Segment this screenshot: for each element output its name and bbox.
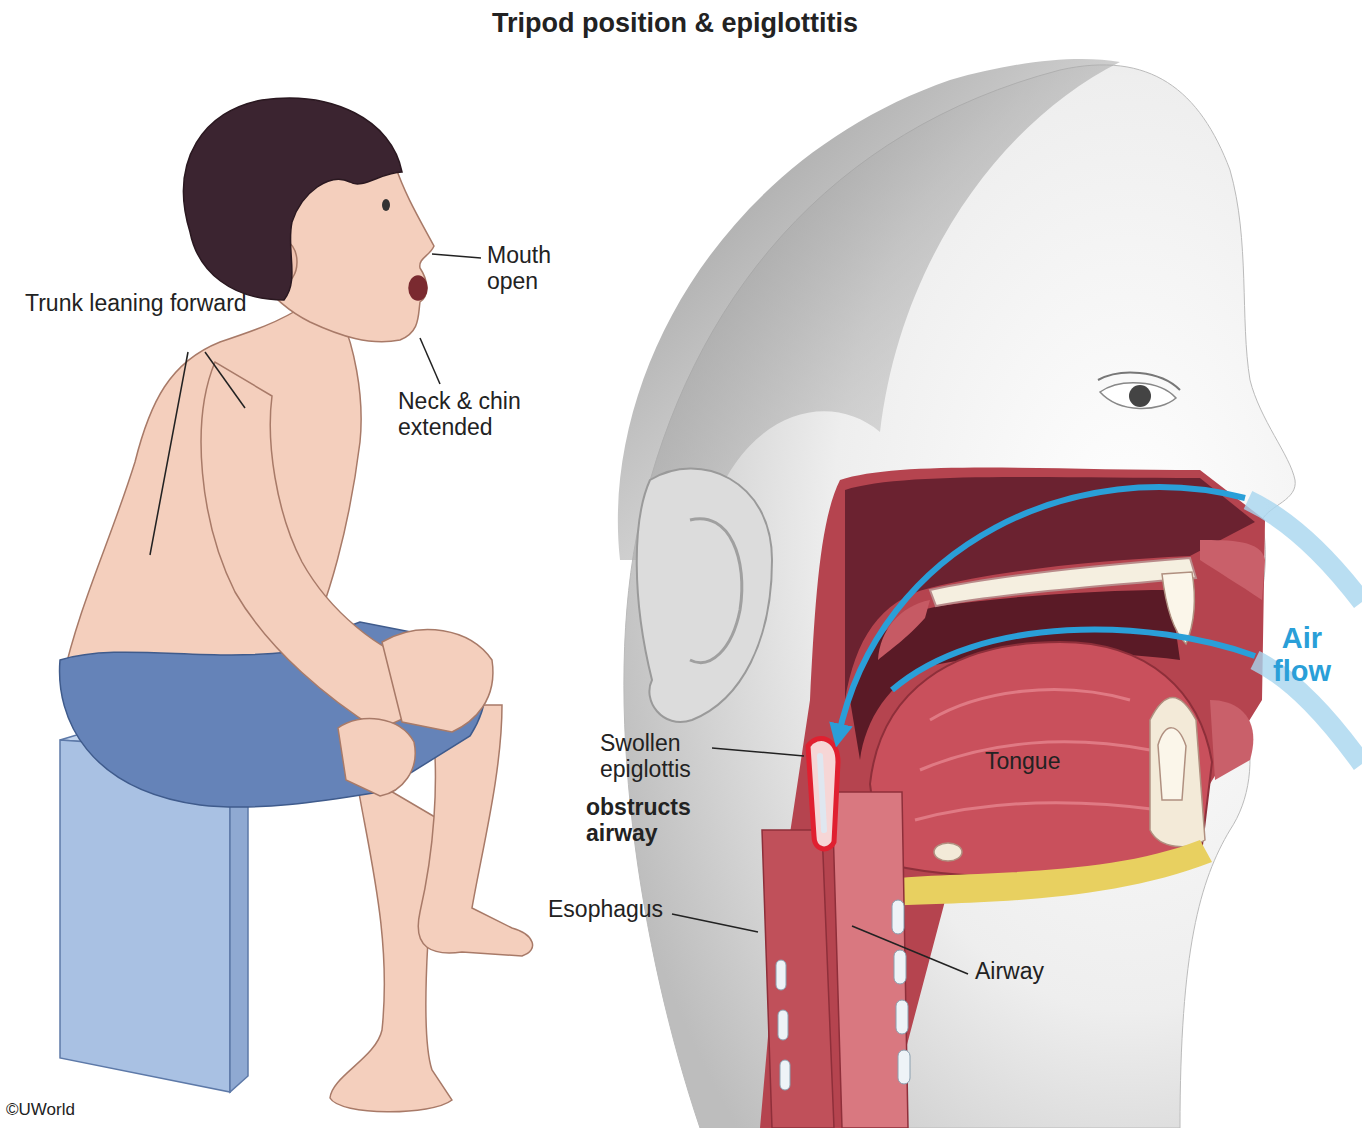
swollen-epiglottis [808,739,838,849]
airflow-arrow [1248,500,1362,602]
leader-line [712,748,804,756]
mouth-throat-section [762,830,834,1128]
mouth-throat-section [915,690,1160,820]
airflow-label: Air flow [1252,622,1352,689]
boy-figure [184,98,402,300]
mouth-throat-section [780,1060,790,1090]
mouth-throat-section [892,900,904,934]
head-outline [1129,385,1151,407]
mouth-throat-section [894,950,906,984]
leader-line [852,926,968,974]
leader-line [205,352,245,408]
head-outline [637,469,772,722]
head-outline [618,59,1295,1128]
part-label: Neck & chin extended [398,388,573,441]
mouth-throat-section [930,558,1196,606]
leader-line [432,254,481,258]
leader-line [420,338,440,384]
swollen-epiglottis [808,739,838,849]
diagram-title: Tripod position & epiglottitis [0,8,1356,39]
head-outline [624,65,1295,1128]
boy-figure [409,276,427,300]
boy-figure [60,98,533,1112]
swollen-epiglottis [820,756,824,830]
airflow-arrow [838,487,1362,764]
mouth-throat-section [896,1000,908,1034]
part-label: Trunk leaning forward [25,290,255,316]
mouth-throat-section [934,843,962,861]
airflow-arrow [892,629,1255,690]
leader-line [672,748,968,974]
boy-figure [382,630,493,732]
boy-figure [338,719,415,796]
part-label: obstructs airway [586,794,716,847]
part-label: Tongue [985,748,1105,774]
watermark: ©UWorld [6,1100,166,1120]
mouth-throat-section [776,960,786,990]
leader-line [672,914,758,932]
head-outline [1098,373,1180,390]
part-label: Esophagus [548,896,678,922]
airflow-arrow [838,487,1245,738]
mouth-throat-section [1200,540,1265,600]
mouth-throat-section [880,840,1212,906]
mouth-throat-section [870,642,1212,877]
boy-figure [382,199,390,211]
mouth-throat-section [832,792,908,1128]
part-label: Swollen epiglottis [600,730,725,783]
mouth-throat-section [760,468,1265,1128]
part-label: Mouth open [487,242,577,295]
head-outline [690,519,742,663]
mouth-throat-section [778,1010,788,1040]
mouth-throat-section [1150,698,1205,847]
mouth-throat-section [760,468,1265,1128]
mouth-throat-section [1210,700,1253,780]
leader-line [150,352,188,555]
head-outline [1100,383,1176,409]
mouth-throat-section [1158,728,1186,800]
part-label: Airway [975,958,1095,984]
mouth-throat-section [898,1050,910,1084]
